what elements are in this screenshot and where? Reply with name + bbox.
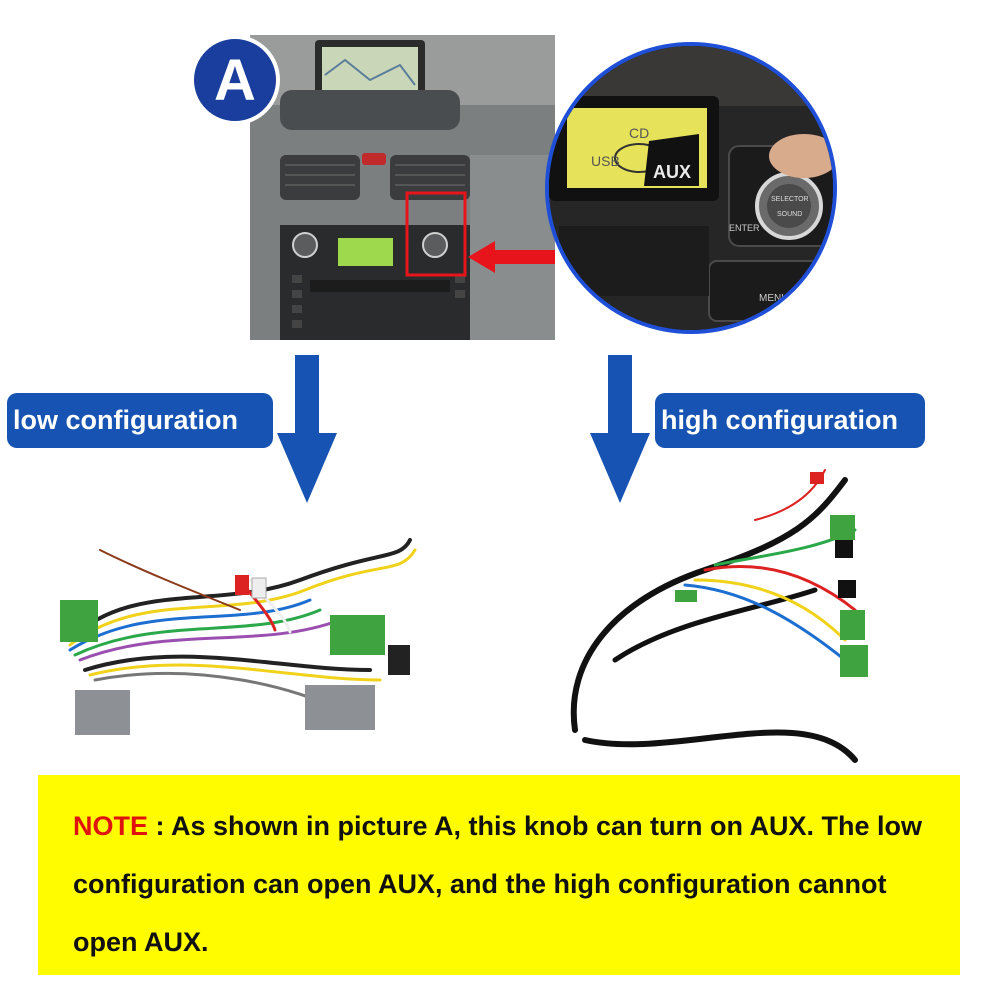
down-arrow-right	[590, 355, 650, 503]
knob-sound-label: SOUND	[777, 211, 802, 218]
note-text: NOTE : As shown in picture A, this knob …	[73, 797, 943, 971]
dashboard-photo	[250, 35, 555, 340]
picture-a-badge: A	[190, 35, 280, 125]
note-body: : As shown in picture A, this knob can t…	[73, 811, 923, 957]
note-box: NOTE : As shown in picture A, this knob …	[38, 775, 960, 975]
low-configuration-harness-image	[40, 520, 440, 760]
display-cd-text: CD	[629, 125, 649, 141]
enter-label: ENTER	[729, 223, 760, 233]
display-aux-text: AUX	[653, 162, 691, 182]
high-configuration-harness-image	[555, 460, 955, 770]
low-configuration-label: low configuration	[7, 393, 273, 448]
down-arrow-left	[277, 355, 337, 503]
high-configuration-label: high configuration	[655, 393, 925, 448]
menu-label: MENU	[759, 293, 788, 304]
zoom-detail-circle: CD USB AUX ENTER SELECTOR SOUND MENU	[545, 42, 837, 334]
knob-selector-label: SELECTOR	[771, 196, 809, 203]
display-usb-text: USB	[591, 153, 620, 169]
note-prefix: NOTE	[73, 811, 149, 841]
